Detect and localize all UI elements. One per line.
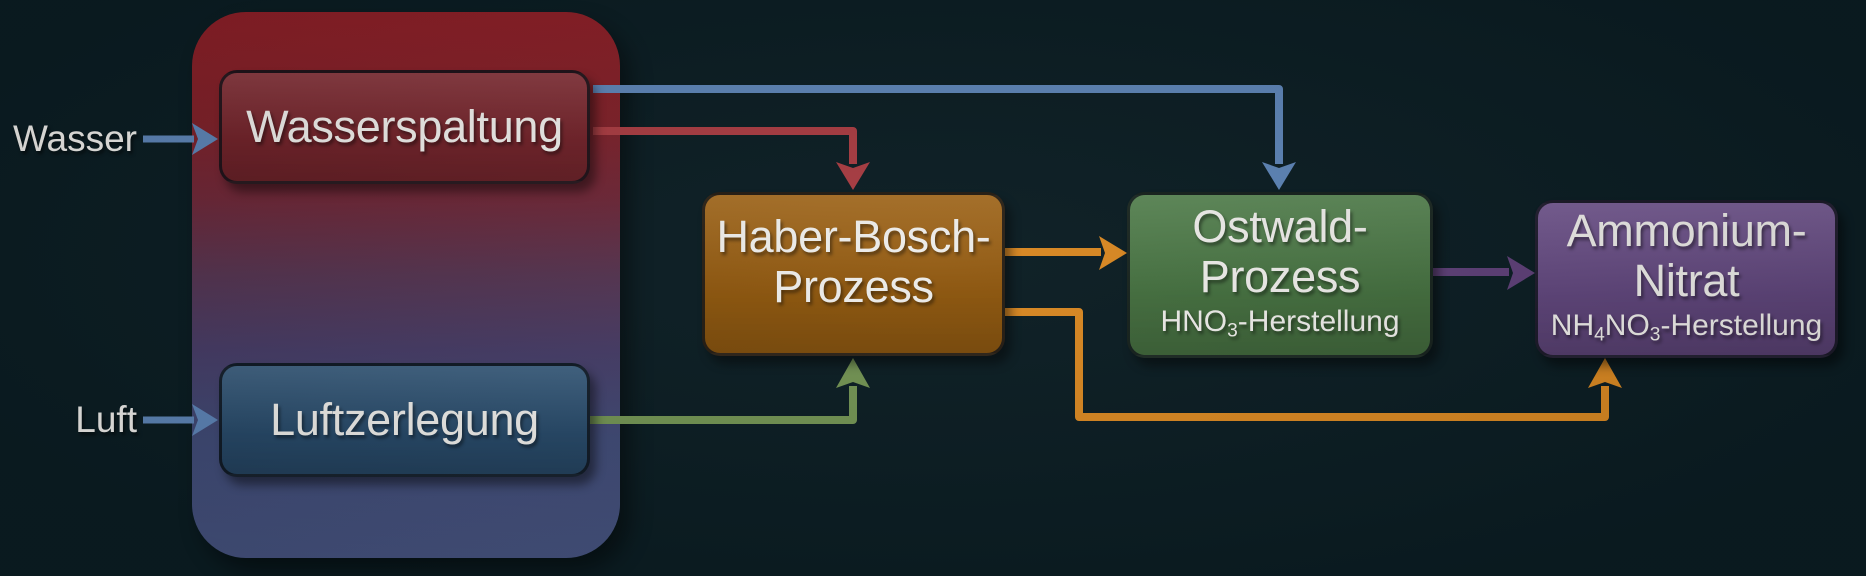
arrow-haber-bosch-to-ostwald	[1005, 236, 1127, 270]
node-wasserspaltung-label: Wasserspaltung	[246, 101, 563, 152]
arrow-luftzerlegung-to-haber-bosch	[590, 358, 870, 424]
arrow-wasserspaltung-to-haber-bosch	[593, 127, 870, 190]
node-ammonium-nitrat-label-line2: Nitrat	[1633, 254, 1740, 306]
node-ostwald-subtitle: HNO3-Herstellung	[1160, 304, 1400, 342]
node-ammonium-nitrat-subtitle: NH4NO3-Herstellung	[1550, 308, 1823, 346]
node-ammonium-nitrat: Ammonium- Nitrat NH4NO3-Herstellung	[1535, 200, 1838, 358]
node-wasserspaltung: Wasserspaltung	[219, 70, 590, 184]
node-luftzerlegung: Luftzerlegung	[219, 363, 590, 477]
node-haber-bosch-label-line1: Haber-Bosch-	[716, 211, 991, 262]
node-ostwald-prozess: Ostwald- Prozess HNO3-Herstellung	[1127, 192, 1433, 358]
node-ammonium-nitrat-label-line1: Ammonium-	[1566, 204, 1807, 256]
air-input-label: Luft	[75, 399, 137, 440]
arrow-ostwald-to-ammonium-nitrat	[1433, 256, 1535, 290]
node-ostwald-label-line2: Prozess	[1199, 250, 1361, 302]
node-haber-bosch-prozess: Haber-Bosch- Prozess	[702, 192, 1005, 356]
arrow-wasserspaltung-to-ostwald	[593, 85, 1296, 190]
node-haber-bosch-label-line2: Prozess	[773, 261, 934, 312]
node-ostwald-label-line1: Ostwald-	[1192, 200, 1368, 252]
water-input-label: Wasser	[12, 118, 137, 159]
node-luftzerlegung-label: Luftzerlegung	[270, 394, 539, 445]
